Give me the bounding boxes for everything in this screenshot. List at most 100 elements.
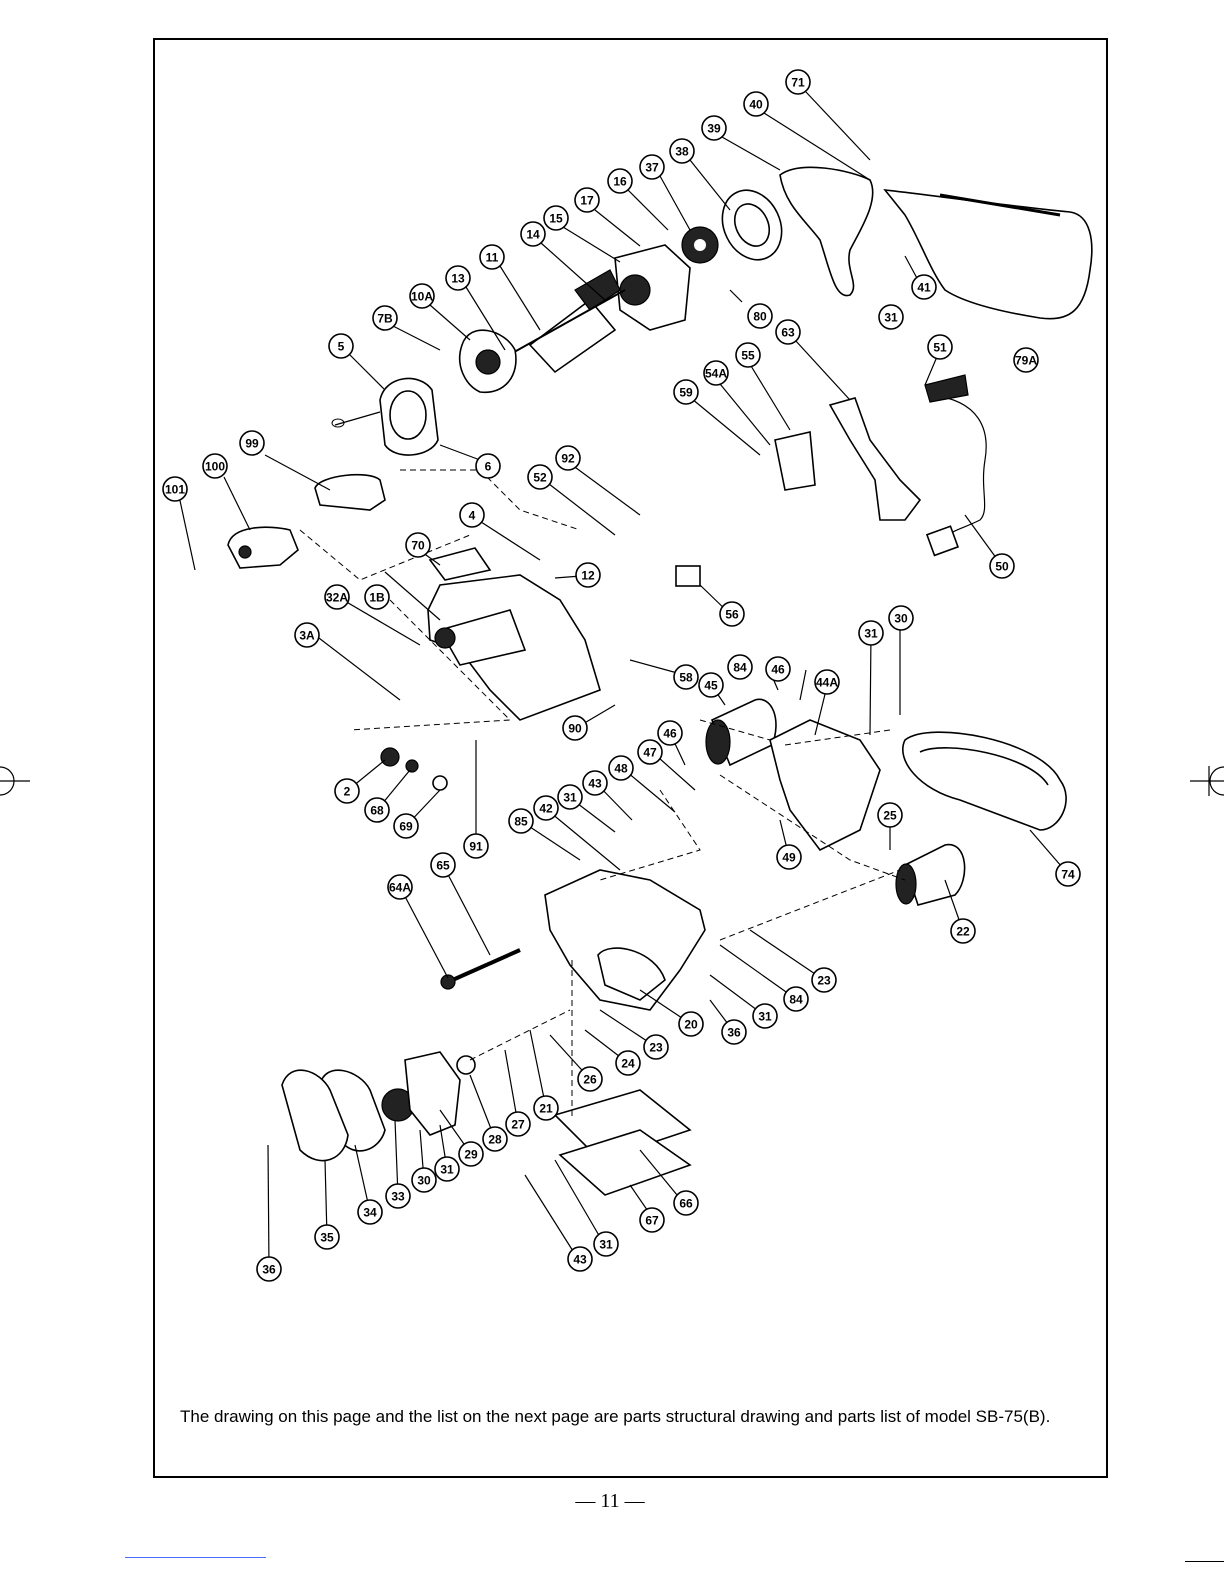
callout-43: 43 [582,770,608,796]
callout-label: 56 [725,608,739,622]
callout-label: 13 [451,272,465,286]
callout-label: 100 [205,460,225,474]
callout-36: 36 [721,1019,747,1045]
callout-84: 84 [727,654,753,680]
callout-label: 35 [320,1231,334,1245]
callout-23: 23 [811,967,837,993]
callout-label: 33 [391,1190,405,1204]
callout-label: 23 [649,1041,663,1055]
callout-label: 50 [995,560,1009,574]
callout-44a: 44A [814,669,840,695]
callout-32a: 32A [324,584,350,610]
callout-label: 46 [771,663,785,677]
callout-label: 43 [573,1253,587,1267]
callout-label: 58 [679,671,693,685]
callout-label: 32A [326,591,348,605]
callout-68: 68 [364,797,390,823]
noise-suppressor [675,565,701,587]
callout-label: 31 [599,1238,613,1252]
front-roller [904,843,966,906]
callout-label: 84 [733,661,747,675]
dust-nozzle [779,166,874,297]
callout-101: 101 [162,476,188,502]
callout-label: 30 [894,612,908,626]
leader-lines [178,91,1069,1270]
tail-cover [227,526,299,569]
callout-label: 101 [165,483,185,497]
callout-label: 92 [561,452,575,466]
callout-label: 51 [933,341,947,355]
callout-label: 16 [613,175,627,189]
callout-13: 13 [445,265,471,291]
callout-label: 79A [1015,354,1037,368]
callout-48: 48 [608,755,634,781]
callout-79a: 79A [1013,347,1039,373]
gear-cover [404,1051,461,1136]
callout-label: 28 [488,1133,502,1147]
callout-label: 31 [864,627,878,641]
callout-label: 43 [588,777,602,791]
footer-rule [125,1557,266,1558]
callout-26: 26 [577,1066,603,1092]
callout-41: 41 [911,274,937,300]
callout-label: 91 [469,840,483,854]
callout-label: 10A [411,290,433,304]
callout-54a: 54A [703,360,729,386]
callout-label: 66 [679,1197,693,1211]
callout-46: 46 [765,656,791,682]
callout-46: 46 [657,720,683,746]
callout-label: 36 [727,1026,741,1040]
callout-91: 91 [463,833,489,859]
callout-label: 54A [705,367,727,381]
callout-99: 99 [239,430,265,456]
callout-56: 56 [719,601,745,627]
callout-66: 66 [673,1190,699,1216]
callout-80: 80 [747,303,773,329]
callout-label: 55 [741,349,755,363]
callout-30: 30 [411,1167,437,1193]
callout-31: 31 [557,784,583,810]
callout-label: 42 [539,802,553,816]
callout-label: 3A [299,629,315,643]
callout-label: 48 [614,762,628,776]
callout-label: 31 [758,1010,772,1024]
callout-42: 42 [533,795,559,821]
callout-label: 68 [370,804,384,818]
callout-39: 39 [701,115,727,141]
callout-59: 59 [673,379,699,405]
callout-label: 71 [791,76,805,90]
callout-label: 14 [526,228,540,242]
gear-bracket [614,244,691,331]
callout-label: 49 [782,851,796,865]
handle [828,397,922,521]
callout-71: 71 [785,69,811,95]
callout-label: 27 [511,1118,525,1132]
callout-label: 25 [883,809,897,823]
callout-label: 23 [817,974,831,988]
callout-25: 25 [877,802,903,828]
callout-35: 35 [314,1224,340,1250]
callout-45: 45 [698,672,724,698]
drive-belt [319,1069,386,1152]
callout-100: 100 [202,453,228,479]
callout-52: 52 [527,464,553,490]
callout-label: 59 [679,386,693,400]
callout-label: 24 [621,1057,635,1071]
callout-37: 37 [639,154,665,180]
callout-label: 46 [663,727,677,741]
pad [558,1129,692,1196]
callout-label: 22 [956,925,970,939]
callout-43: 43 [567,1246,593,1272]
callout-label: 15 [549,212,563,226]
callout-58: 58 [673,664,699,690]
callout-3a: 3A [294,622,320,648]
callout-label: 85 [514,815,528,829]
callout-label: 21 [539,1102,553,1116]
callout-label: 6 [485,460,492,474]
callout-38: 38 [669,138,695,164]
callout-70: 70 [405,532,431,558]
callout-31: 31 [434,1156,460,1182]
callout-23: 23 [643,1034,669,1060]
callout-22: 22 [950,918,976,944]
callout-15: 15 [543,205,569,231]
